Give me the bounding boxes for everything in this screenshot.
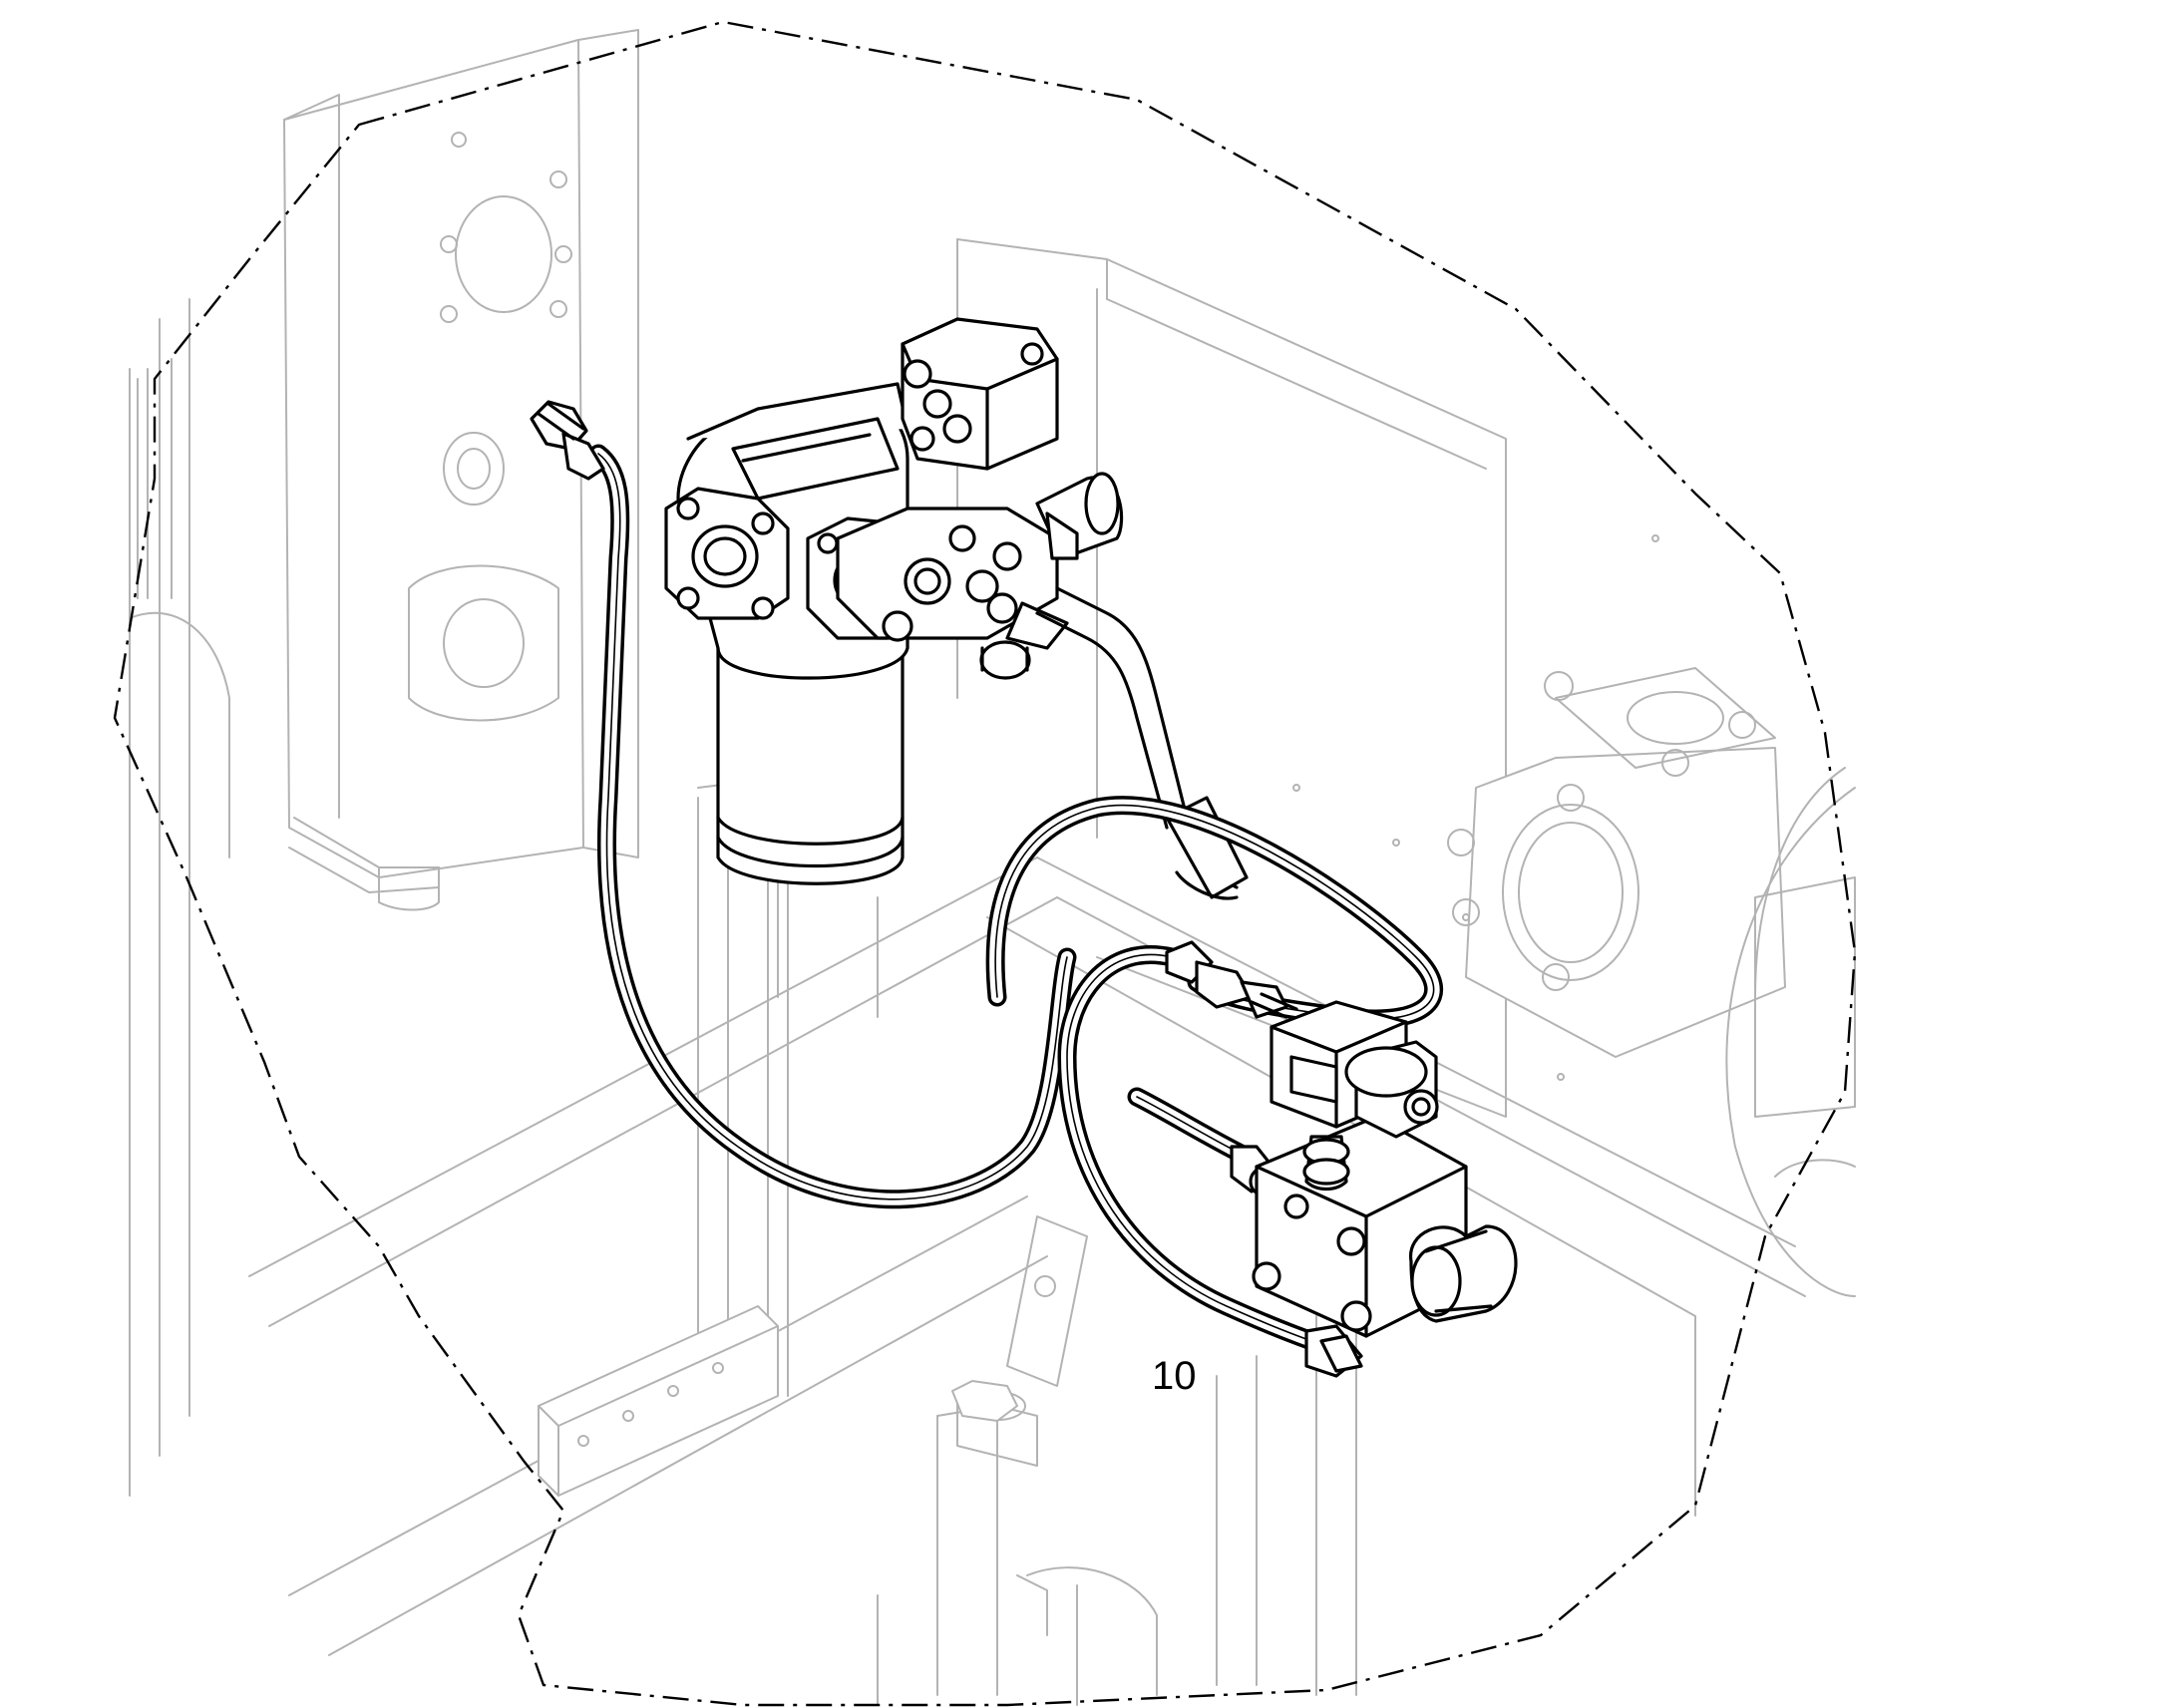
solenoid-valve-manifold xyxy=(1250,992,1518,1338)
detail-boundary-line xyxy=(113,20,1857,1707)
callout-label-10: 10 xyxy=(1152,1354,1197,1398)
hose-end-fitting-top xyxy=(530,400,605,481)
frame-bolt xyxy=(951,1380,1018,1422)
context-frame-structure xyxy=(129,29,1856,1706)
callout-group: 10 xyxy=(1152,1354,1197,1398)
